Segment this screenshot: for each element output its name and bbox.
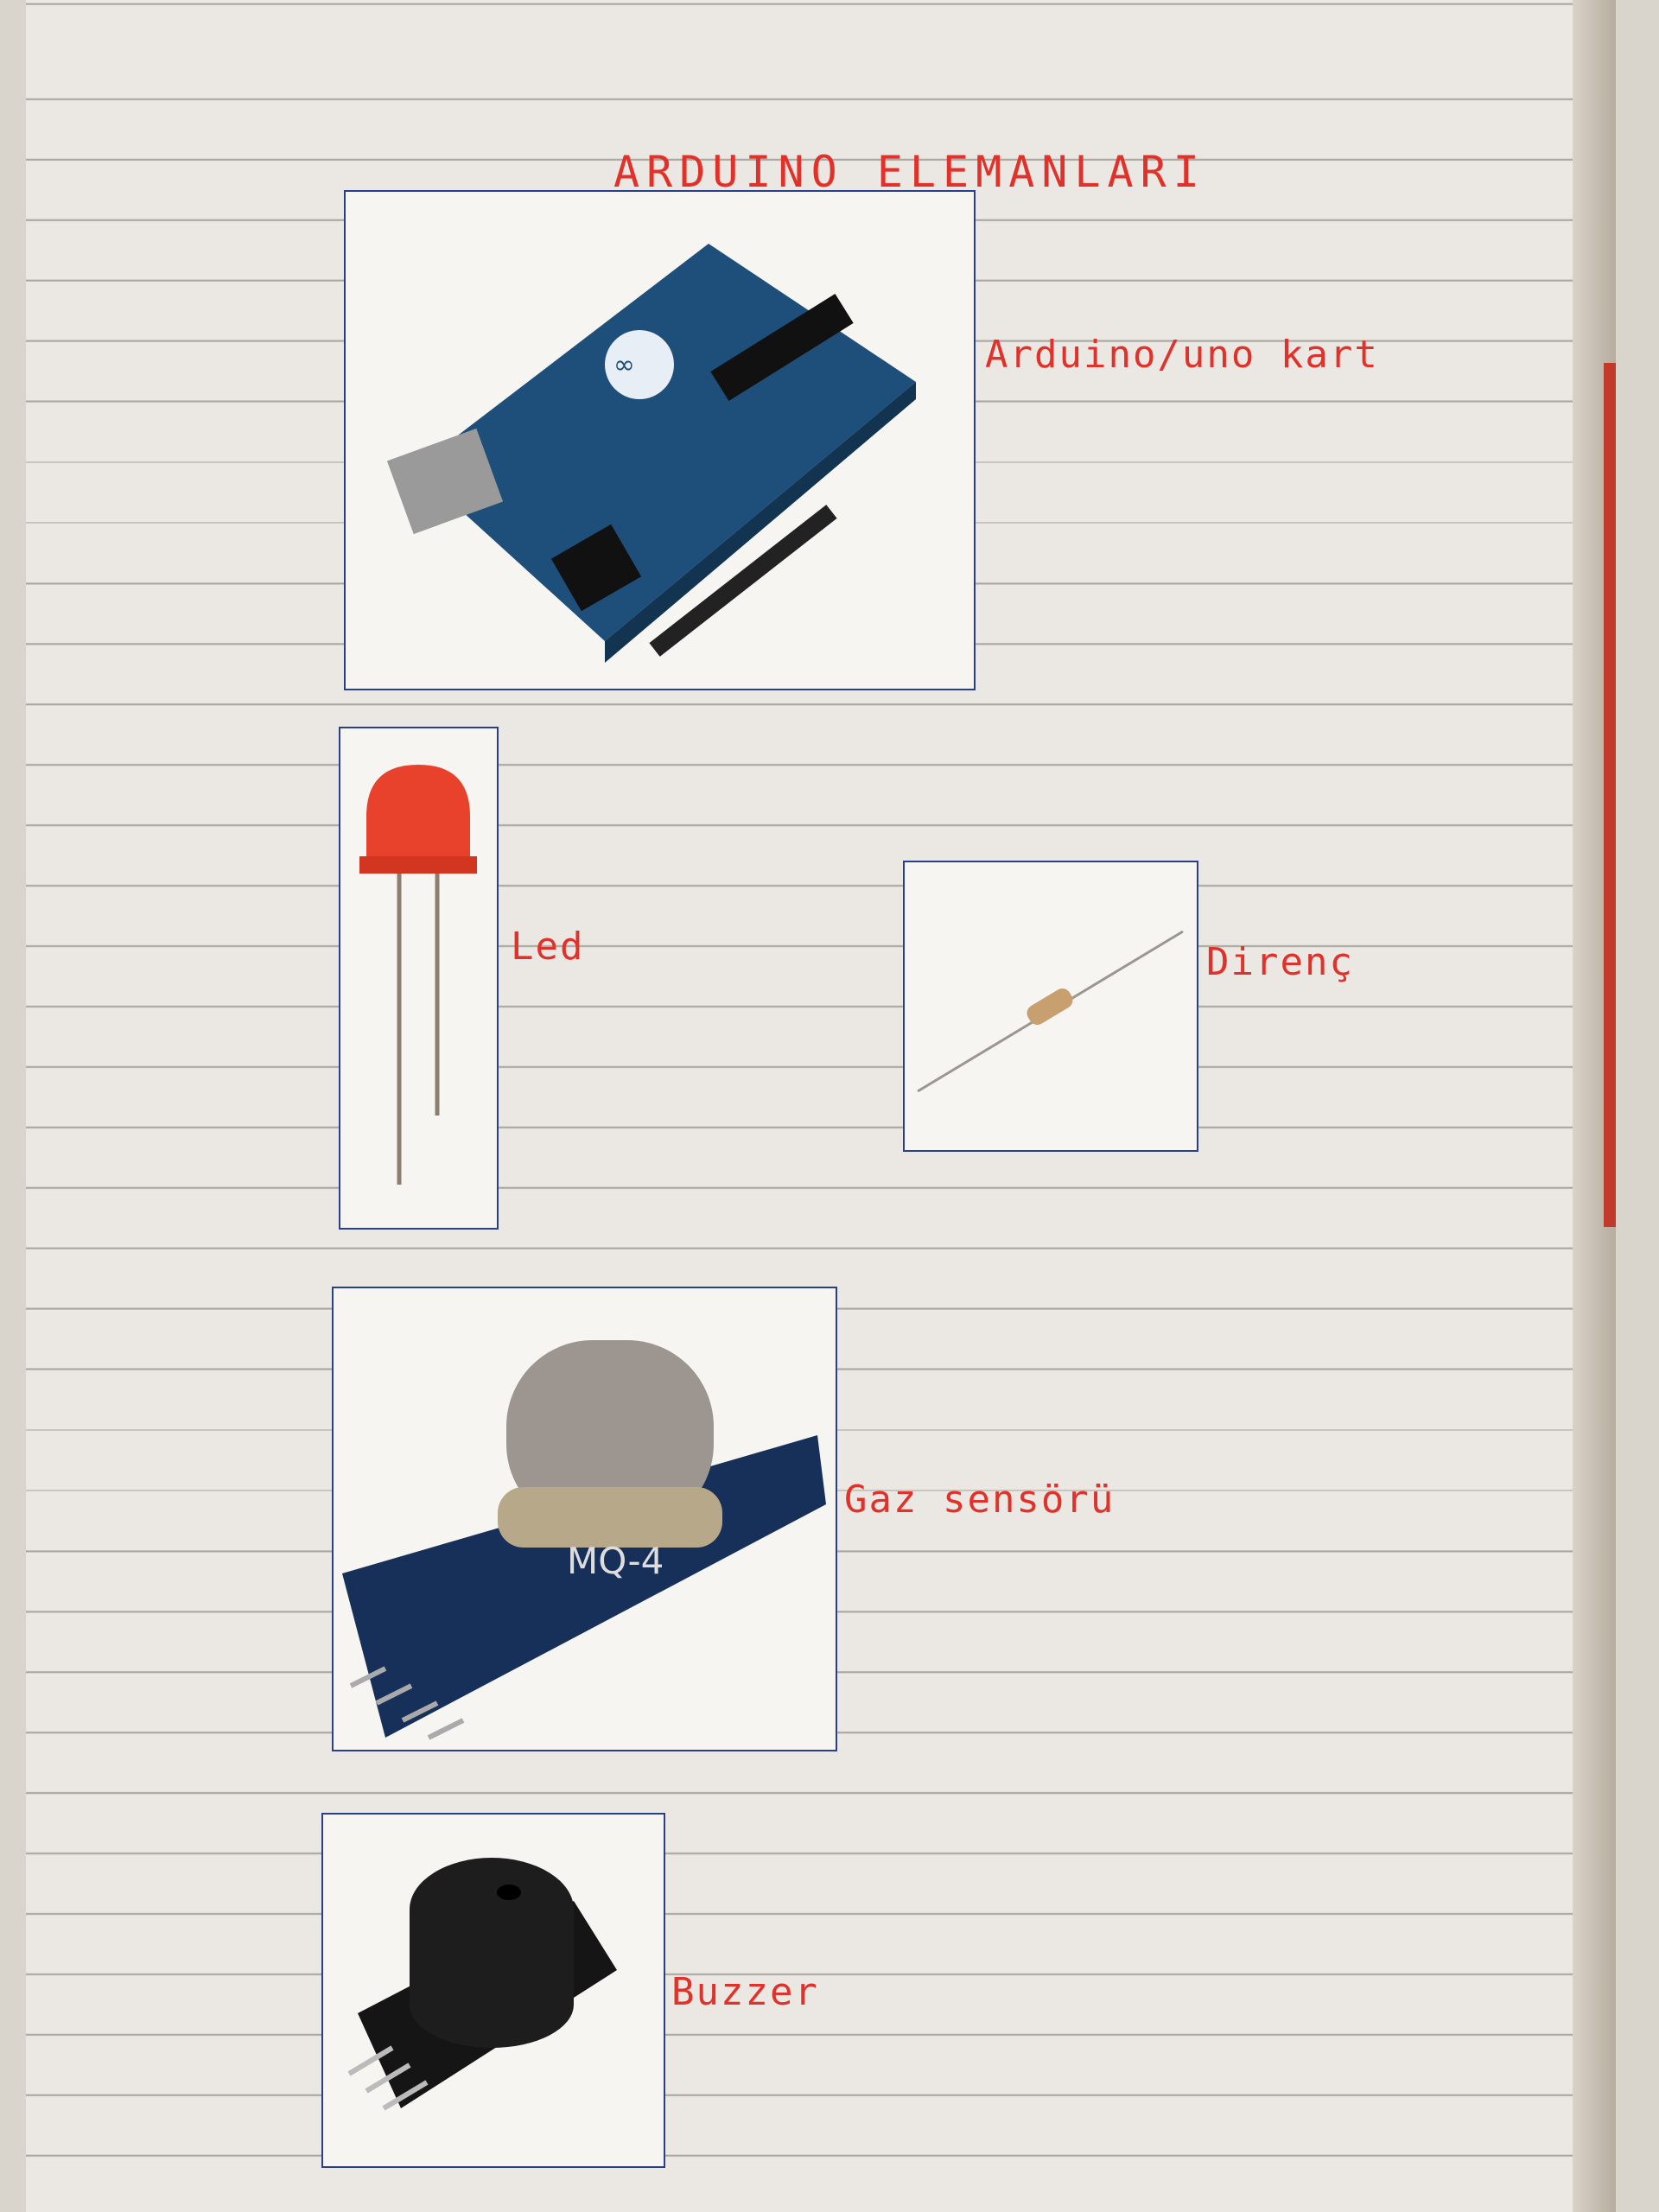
resistor-label: Direnç <box>1206 940 1354 984</box>
red-divider-tab <box>1604 363 1616 1227</box>
resistor-photo <box>903 861 1198 1152</box>
gas-sensor-label: Gaz sensörü <box>844 1478 1116 1522</box>
buzzer-label: Buzzer <box>671 1970 819 2014</box>
led-label: Led <box>511 925 585 969</box>
red-led-photo <box>339 727 499 1230</box>
gas-sensor-photo: MQ-4 <box>332 1287 837 1751</box>
sensor-marking: MQ-4 <box>567 1540 664 1582</box>
page-title: ARDUINO ELEMANLARI <box>613 147 1206 197</box>
buzzer-photo <box>321 1813 665 2168</box>
arduino-board-photo: ∞ <box>344 190 976 690</box>
arduino-label: Arduino/uno kart <box>985 333 1379 377</box>
svg-text:∞: ∞ <box>613 350 635 380</box>
